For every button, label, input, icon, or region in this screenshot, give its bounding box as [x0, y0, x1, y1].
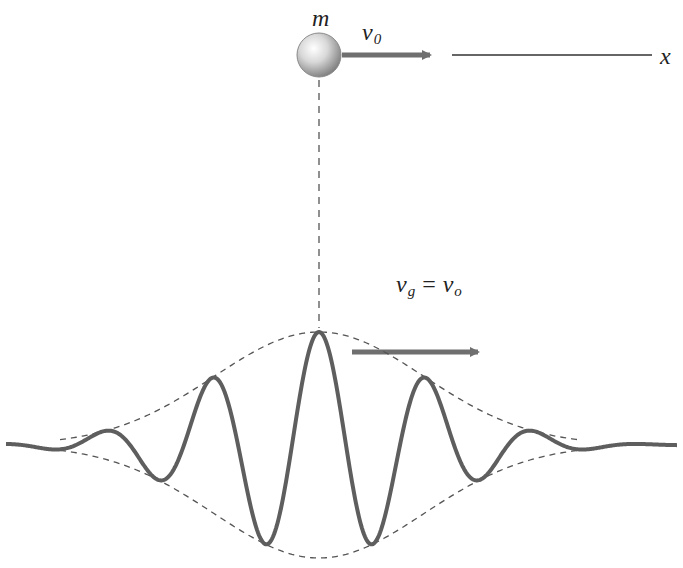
- equals-sign: =: [422, 272, 436, 296]
- alignment-line: [318, 80, 319, 328]
- velocity-subscript: 0: [374, 32, 382, 47]
- envelope: [60, 332, 580, 440]
- particle: [297, 33, 341, 77]
- velocity-subscript: g: [408, 284, 416, 299]
- x-axis: [452, 54, 652, 55]
- velocity-symbol: v: [362, 20, 373, 44]
- velocity-symbol: v: [396, 272, 407, 296]
- axis-label: x: [660, 44, 671, 68]
- velocity-arrow: [342, 53, 430, 58]
- group-velocity-arrow: [352, 350, 478, 355]
- velocity-subscript: o: [454, 284, 462, 299]
- velocity-symbol: v: [443, 272, 454, 296]
- wave-packet: [6, 332, 677, 544]
- envelope: [60, 450, 580, 558]
- mass-label: m: [312, 6, 329, 30]
